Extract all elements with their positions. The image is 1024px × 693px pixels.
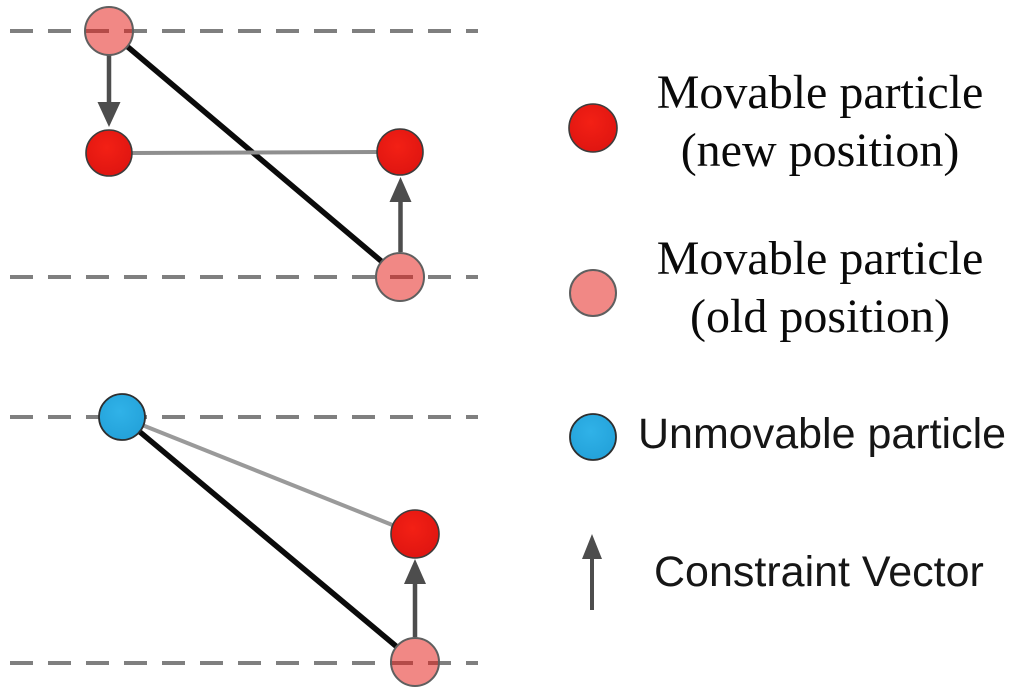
movable-particle-old-top-left <box>84 6 134 56</box>
legend-label-line: (old position) <box>690 290 950 343</box>
legend-label-line: Unmovable particle <box>638 410 1007 458</box>
legend-constraint-vector-arrowhead-icon <box>582 534 602 559</box>
movable-particle-new-top-left <box>85 129 133 177</box>
legend-marker-movable-new-icon <box>568 103 618 153</box>
constraint-vector-down-arrowhead-icon <box>97 102 121 127</box>
legend-marker-movable-old-icon <box>569 269 617 317</box>
new-constraint-link-bottom <box>142 423 394 527</box>
legend-label-constraint-vector: Constraint Vector <box>654 548 984 596</box>
legend-label-movable-new: Movable particle (new position) <box>640 64 1000 180</box>
old-constraint-link-bottom <box>137 429 399 649</box>
legend-label-unmovable: Unmovable particle <box>638 410 1006 458</box>
new-constraint-link-top <box>131 150 378 155</box>
legend-marker-unmovable-icon <box>569 413 617 461</box>
movable-particle-new-top-right <box>376 128 424 176</box>
constraint-vector-up-arrowhead-bottom-icon <box>404 559 426 584</box>
legend-label-line: Movable particle <box>656 232 984 285</box>
movable-particle-old-top-right <box>375 252 425 302</box>
legend-label-movable-old: Movable particle (old position) <box>640 230 1000 346</box>
movable-particle-new-bottom <box>390 509 440 559</box>
legend-label-line: (new position) <box>680 124 960 177</box>
legend-label-line: Movable particle <box>656 66 984 119</box>
movable-particle-old-bottom <box>390 637 440 687</box>
unmovable-particle <box>98 393 146 441</box>
constraint-vector-up-arrowhead-top-icon <box>389 177 412 202</box>
legend-label-line: Constraint Vector <box>654 548 984 596</box>
